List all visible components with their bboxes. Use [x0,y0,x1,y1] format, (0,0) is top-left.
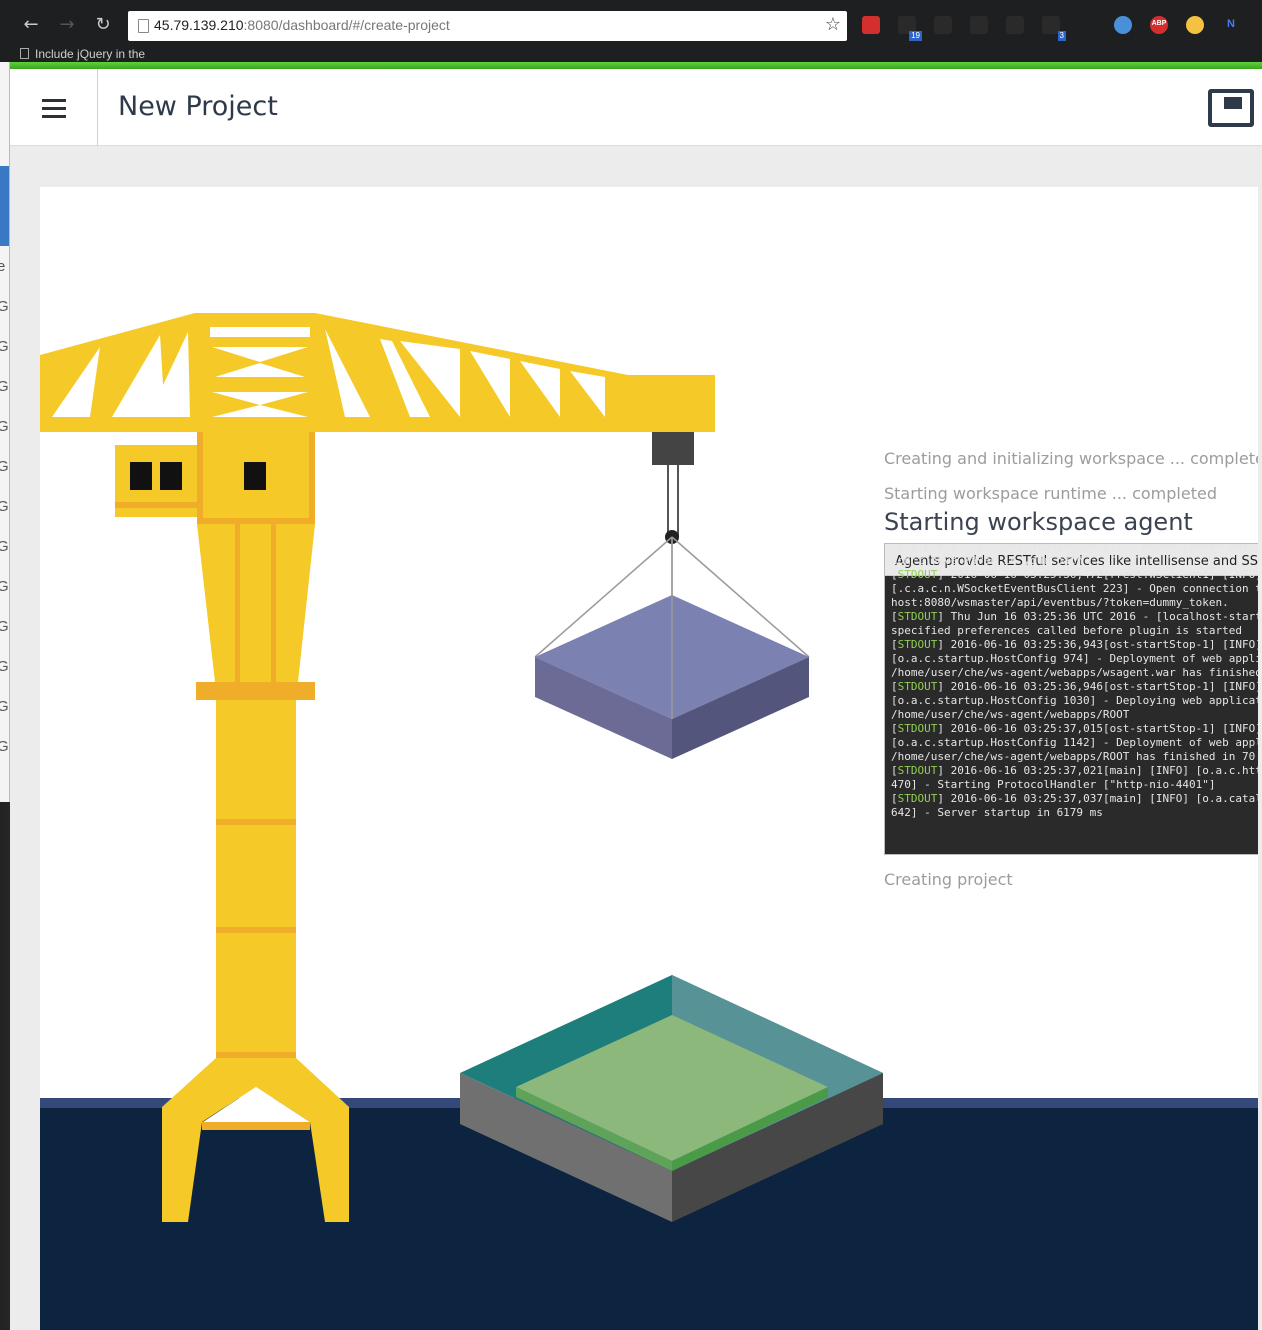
tab-manager-icon[interactable]: 19 [898,16,922,41]
log-line: host:8080/wsmaster/api/eventbus/?token=d… [891,596,1229,609]
log-line: [o.a.c.startup.HostConfig 1142] - Deploy… [891,736,1258,749]
log-line: [STDOUT] Thu Jun 16 03:25:36 UTC 2016 - … [891,610,1258,623]
log-line: [o.a.c.startup.HostConfig 974] - Deploym… [891,652,1258,665]
address-bar[interactable]: 45.79.139.210:8080/dashboard/#/create-pr… [128,11,847,41]
log-line: specified preferences called before plug… [891,624,1242,637]
crane-illustration [40,313,1258,1330]
log-line: 470] - Starting ProtocolHandler ["http-n… [891,778,1216,791]
chromium-icon[interactable] [1186,16,1204,34]
log-line: [STDOUT] 2016-06-16 03:25:36,946[ost-sta… [891,680,1258,693]
log-line: [STDOUT] 2016-06-16 03:25:36,472[rrest.W… [891,568,1258,581]
step-completed: Creating and initializing workspace ... … [884,449,1258,468]
cabin-window [130,462,152,490]
log-line: /home/user/che/ws-agent/webapps/ROOT [891,708,1130,721]
log-line: [e.c.p.m.s.c.c.ClasspathManager 87] - Ma… [891,543,1258,553]
log-line: /home/user/che/ws-agent/webapps/ROOT has… [891,750,1256,763]
che-dashboard: New Project [10,69,1262,1330]
url-text: 45.79.139.210:8080/dashboard/#/create-pr… [154,17,450,33]
page-loading-bar [10,62,1262,69]
cabin-window [244,462,266,490]
log-line: [STDOUT] 2016-06-16 03:25:37,037[main] [… [891,792,1258,805]
bookmarks-bar: Include jQuery in the [10,46,1262,62]
progress-steps: Creating and initializing workspace ... … [884,449,1258,536]
cabin-window [160,462,182,490]
page-icon [20,48,29,59]
lastpass-icon[interactable] [862,16,880,34]
forward-button[interactable]: → [59,14,75,35]
log-line: [STDOUT] 2016-06-16 03:25:37,015[ost-sta… [891,722,1258,735]
crane-cabin [115,432,315,524]
toolbar: New Project [10,69,1262,146]
log-line: [.c.a.c.n.WSocketEventBusClient 223] - O… [891,582,1258,595]
pocket-icon[interactable] [1006,16,1024,34]
cast-icon[interactable] [970,16,988,34]
reload-button[interactable]: ↻ [95,14,111,35]
yoast-icon[interactable] [1114,16,1132,34]
page-icon [138,19,149,33]
hamburger-menu-button[interactable] [10,69,98,146]
bookmark-item[interactable]: Include jQuery in the [20,47,145,61]
step-active: Starting workspace agent [884,508,1193,536]
adblock-icon[interactable]: ABP [1150,16,1168,34]
n-icon[interactable]: N [1222,16,1240,34]
crane-boom [40,313,715,432]
log-output: [e.c.p.m.s.c.c.ClasspathManager 87] - Ma… [891,543,1258,820]
log-line: don't have Maven in your path [891,554,1084,567]
background-window: e G G G G G G G G G G G G [0,62,10,802]
log-line: [STDOUT] 2016-06-16 03:25:36,943[ost-sta… [891,638,1258,651]
log-line: /home/user/che/ws-agent/webapps/wsagent.… [891,666,1258,679]
background-window-accent [0,166,9,246]
log-header: Agents provide RESTful services like int… [885,544,1258,576]
agent-log-panel[interactable]: Agents provide RESTful services like int… [884,543,1258,855]
log-line: [o.a.c.startup.HostConfig 1030] - Deploy… [891,694,1258,707]
bookmark-star-icon[interactable]: ☆ [824,14,841,35]
ide-layout-icon[interactable] [1208,89,1254,127]
tab-counter-icon[interactable]: 3 [1042,16,1066,41]
log-line: [STDOUT] 2016-06-16 03:25:37,021[main] [… [891,764,1258,777]
log-line: 642] - Server startup in 6179 ms [891,806,1103,819]
page-title: New Project [118,91,278,122]
suspended-workspace-box [535,537,809,759]
back-button[interactable]: ← [23,14,39,35]
step-completed: Starting workspace runtime ... completed [884,484,1217,503]
create-project-stage: Creating and initializing workspace ... … [40,187,1258,1330]
crane-tower [162,524,349,1222]
browser-toolbar: ← → ↻ 45.79.139.210:8080/dashboard/#/cre… [0,0,1262,62]
equalizer-icon[interactable] [934,16,952,34]
dock-platform [460,975,883,1222]
step-pending: Creating project [884,870,1013,889]
